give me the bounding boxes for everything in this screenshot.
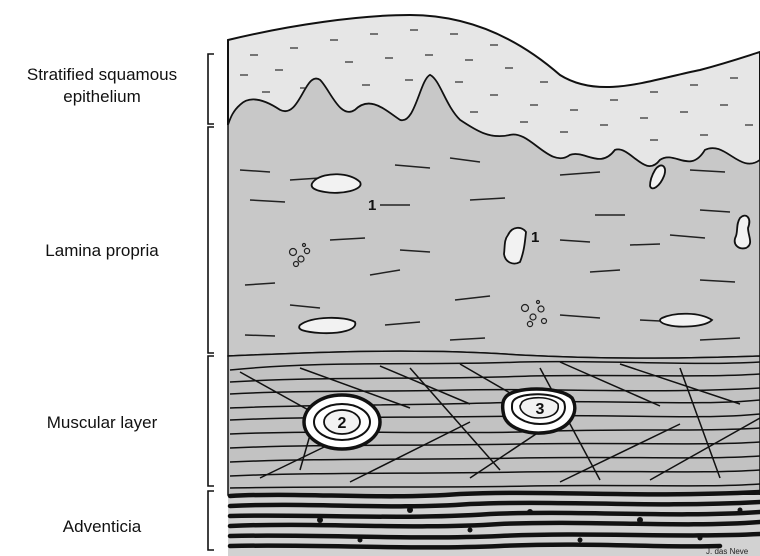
marker-gland-3: 3 (536, 401, 545, 418)
bracket-muscular-layer (208, 356, 214, 486)
label-muscular-layer: Muscular layer (2, 412, 202, 434)
label-epithelium: Stratified squamous epithelium (2, 64, 202, 108)
artist-signature: J. das Neve (706, 547, 749, 556)
label-lamina-propria: Lamina propria (2, 240, 202, 262)
marker-vessel-1b: 1 (531, 229, 539, 246)
label-epithelium-line2: epithelium (2, 86, 202, 108)
marker-vessel-1a: 1 (368, 197, 376, 214)
vessel-1a (312, 174, 361, 193)
marker-gland-2: 2 (338, 415, 347, 432)
bracket-epithelium (208, 54, 214, 124)
bracket-adventicia (208, 491, 214, 550)
layer-brackets (208, 54, 214, 550)
vessel-small-4 (660, 314, 712, 327)
label-adventicia: Adventicia (2, 516, 202, 538)
bracket-lamina-propria (208, 127, 214, 353)
label-epithelium-line1: Stratified squamous (2, 64, 202, 86)
